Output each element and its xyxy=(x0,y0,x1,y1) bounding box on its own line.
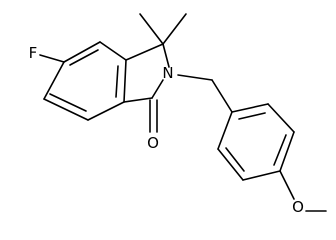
bond-ring-junction-lower-to-bottom-carbon xyxy=(87,101,125,121)
bond-top-carbon-to-ring-junction-upper xyxy=(99,41,127,61)
chemical-structure-diagram: F N O O xyxy=(29,13,327,216)
bond-methylene-to-phenyl xyxy=(211,79,233,113)
bond-phenyl-6 xyxy=(217,111,233,150)
bond-inner-double-top xyxy=(69,49,99,66)
bond-dimethyl-carbon-to-nitrogen xyxy=(162,43,170,68)
bond-methyl-left xyxy=(139,13,164,45)
bond-fluoro-carbon-to-top-carbon xyxy=(63,41,101,63)
bond-phenyl-5 xyxy=(217,148,244,181)
bond-aryl-to-methoxy-oxygen xyxy=(279,170,295,200)
bond-ring-junction-upper-to-lower xyxy=(123,59,127,103)
bond-phenyl-inner-double-2 xyxy=(273,134,287,166)
fused-benzene-ring xyxy=(43,41,127,121)
bond-lower-left-to-fluoro-carbon xyxy=(43,61,65,100)
nitrogen-atom-label: N xyxy=(162,64,173,82)
bond-phenyl-3 xyxy=(279,131,295,172)
bond-junction-to-dimethyl-carbon xyxy=(125,43,164,61)
bond-phenyl-2 xyxy=(267,103,295,133)
lactam-ring xyxy=(123,43,170,103)
fluorine-atom-label: F xyxy=(29,44,38,62)
bond-methyl-right xyxy=(162,13,187,45)
bond-phenyl-inner-double-1 xyxy=(238,112,266,120)
carbonyl-oxygen-atom-label: O xyxy=(147,134,159,152)
bond-phenyl-inner-double-3 xyxy=(225,147,245,172)
bond-nitrogen-to-methylene xyxy=(177,74,213,81)
bond-carbon-fluorine xyxy=(39,54,65,63)
bond-phenyl-4 xyxy=(242,170,281,181)
bond-inner-double-bottom xyxy=(49,93,87,112)
bond-carbonyl-carbon-to-junction xyxy=(123,97,153,103)
methoxy-oxygen-atom-label: O xyxy=(292,198,304,216)
bond-bottom-carbon-to-lower-left-carbon xyxy=(43,98,89,121)
bond-phenyl-1 xyxy=(231,103,269,113)
bond-nitrogen-to-carbonyl-carbon xyxy=(151,79,164,99)
bond-inner-double-junction xyxy=(115,65,119,98)
methoxyphenyl-ring xyxy=(217,103,295,181)
